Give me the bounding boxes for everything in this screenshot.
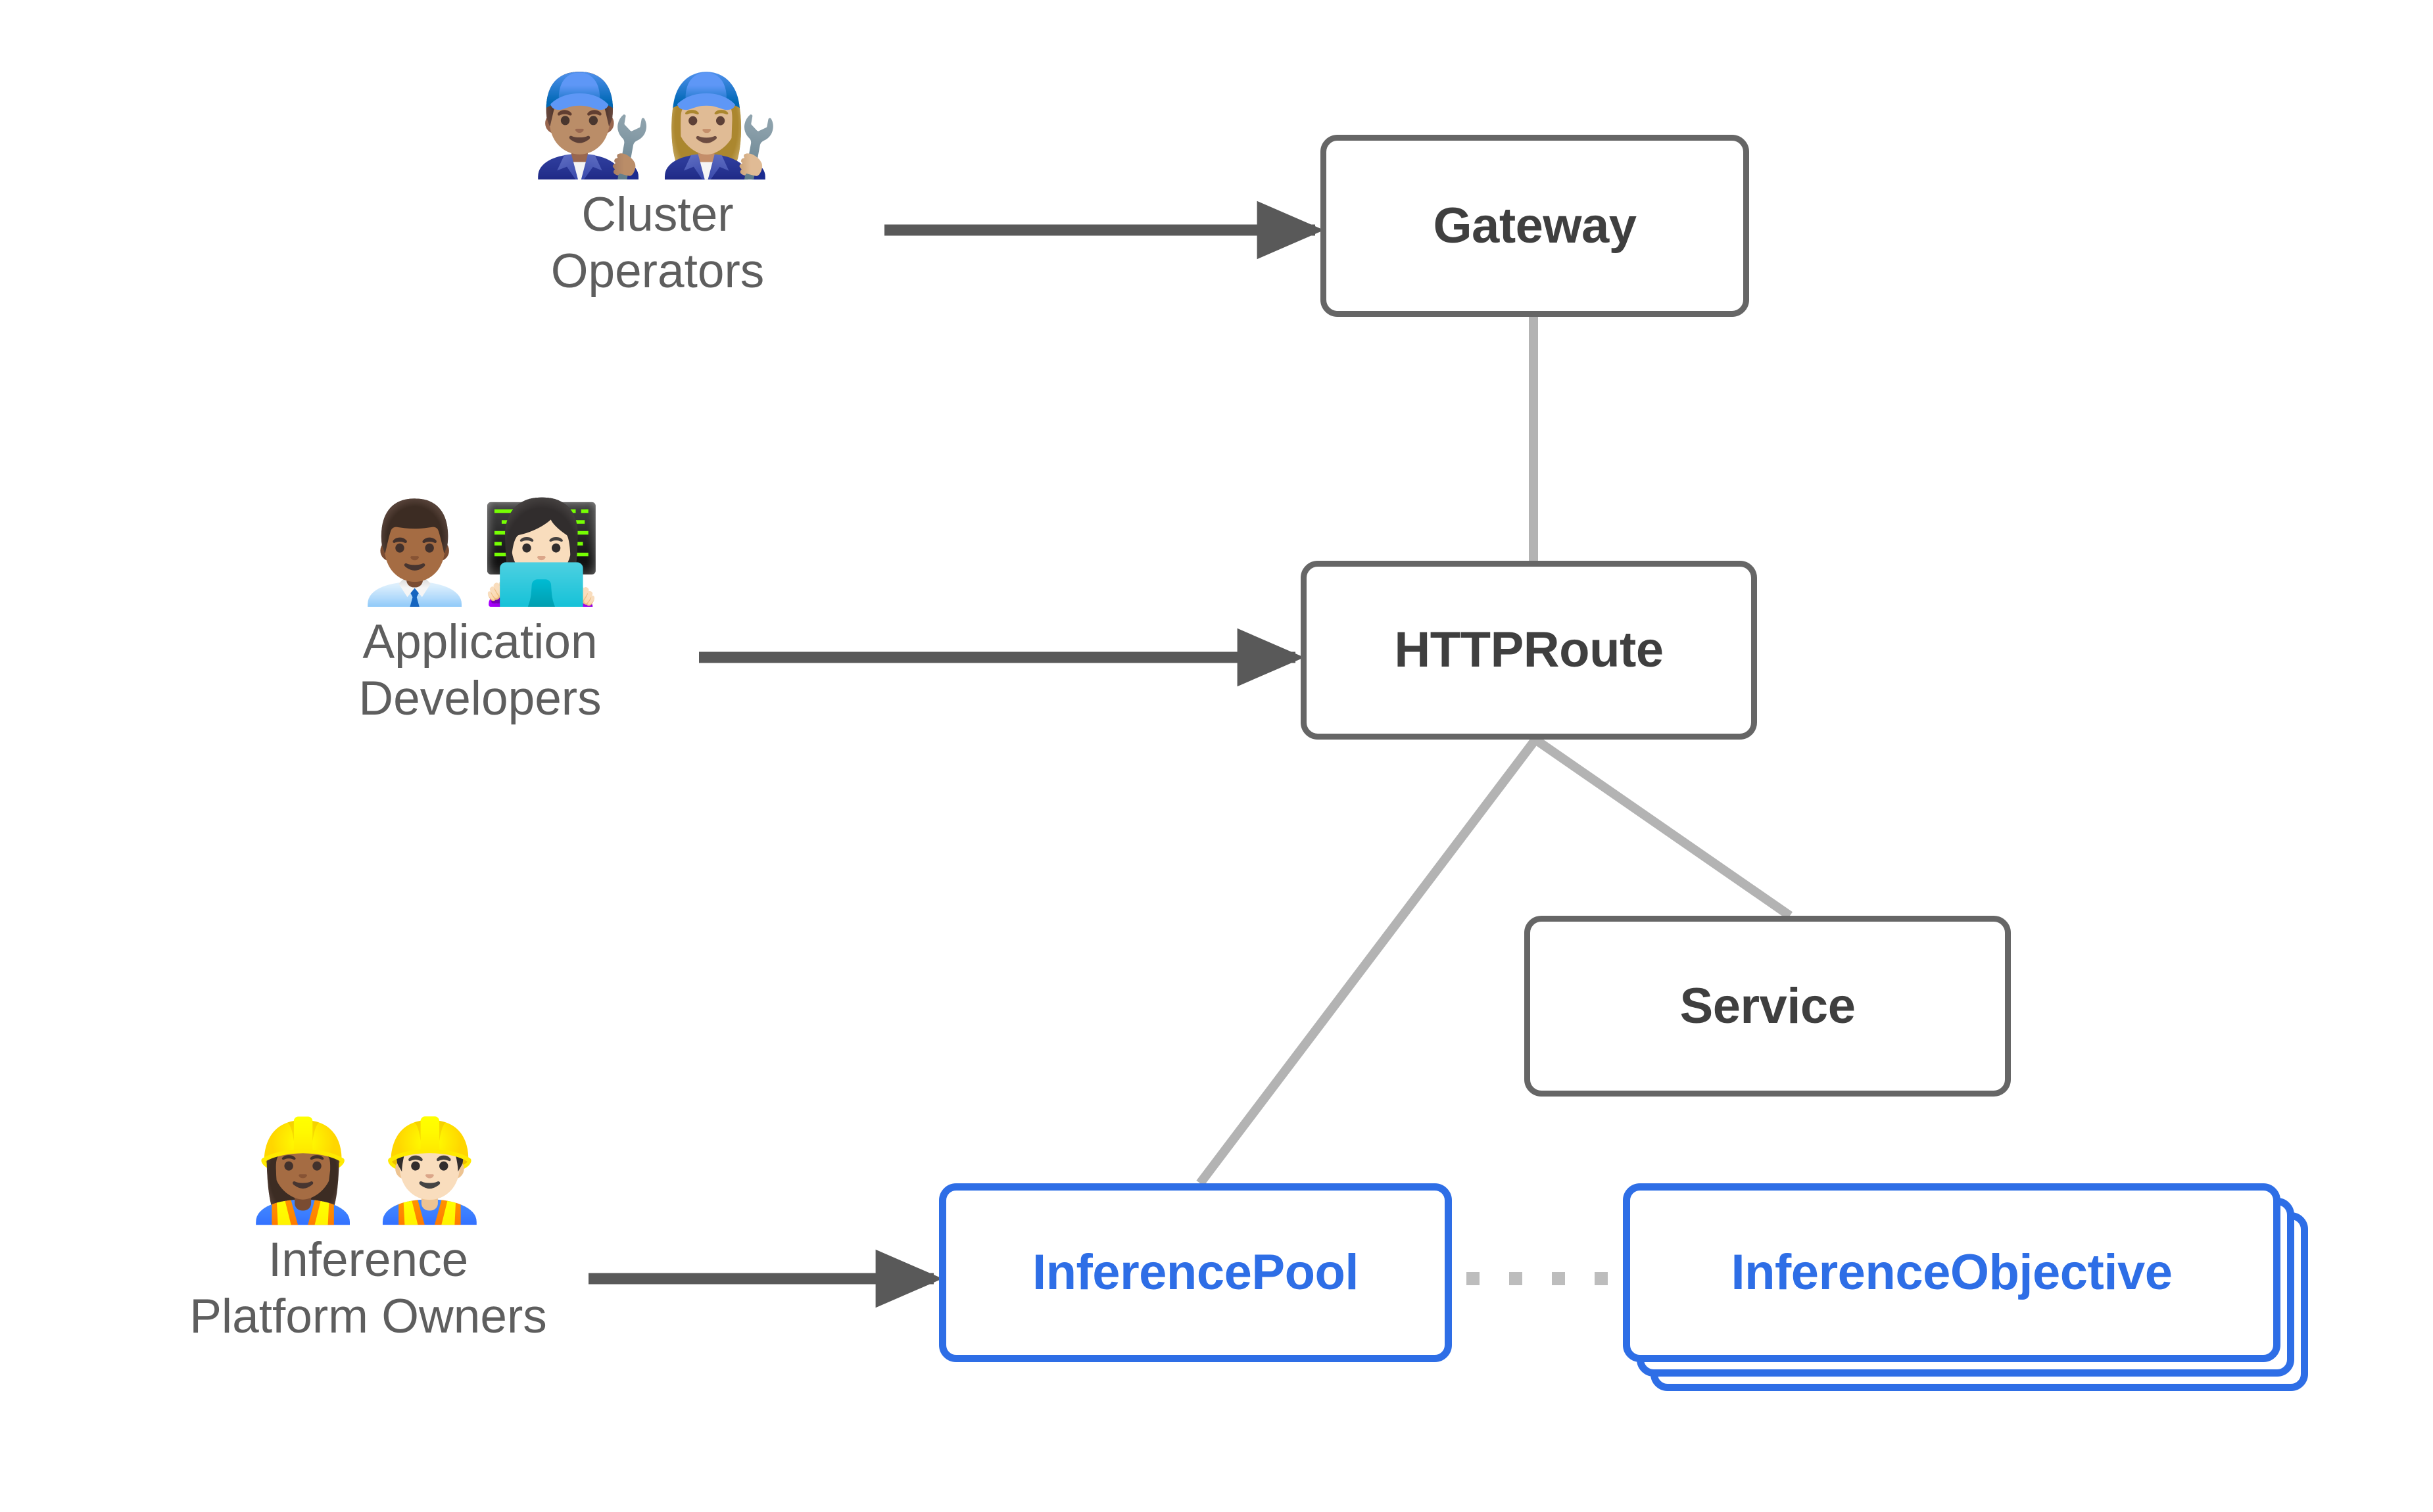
node-label-httproute: HTTPRoute: [1394, 622, 1664, 678]
node-label-inferenceobjective: InferenceObjective: [1731, 1244, 2173, 1300]
persona-label-cluster-operators: Cluster Operators: [550, 188, 765, 298]
node-inferenceobjective[interactable]: InferenceObjective: [1623, 1183, 2280, 1362]
persona-label-application-developers: Application Developers: [358, 615, 602, 726]
node-label-inferencepool: InferencePool: [1032, 1244, 1359, 1300]
application-developers-emoji-icon: 👨🏾‍💼👩🏻‍💻: [353, 496, 607, 610]
edge-httproute-to-service: [1533, 736, 1793, 920]
node-inferenceobjective-stack[interactable]: InferenceObjective: [1623, 1183, 2326, 1400]
persona-application-developers: 👨🏾‍💼👩🏻‍💻 Application Developers: [316, 500, 644, 727]
node-label-gateway: Gateway: [1433, 197, 1637, 254]
persona-inference-platform-owners: 👷🏾‍♀️👷🏻‍♂️ Inference Platform Owners: [151, 1118, 585, 1345]
inference-platform-owners-emoji-icon: 👷🏾‍♀️👷🏻‍♂️: [241, 1114, 495, 1228]
node-httproute[interactable]: HTTPRoute: [1301, 561, 1757, 740]
edge-httproute-to-inferencepool: [1196, 736, 1539, 1187]
node-gateway[interactable]: Gateway: [1320, 135, 1749, 317]
node-service[interactable]: Service: [1524, 916, 2011, 1097]
persona-cluster-operators: 👨🏽‍🔧👩🏼‍🔧 Cluster Operators: [500, 72, 815, 300]
node-inferencepool[interactable]: InferencePool: [939, 1183, 1452, 1362]
cluster-operators-emoji-icon: 👨🏽‍🔧👩🏼‍🔧: [531, 68, 784, 183]
node-label-service: Service: [1679, 978, 1856, 1034]
persona-label-inference-platform-owners: Inference Platform Owners: [189, 1233, 547, 1344]
